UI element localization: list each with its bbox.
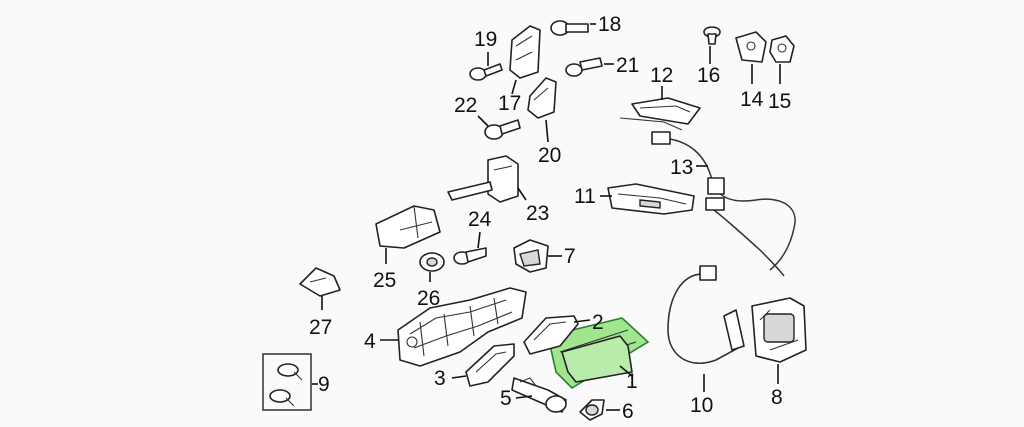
leader-23 (517, 187, 527, 201)
part-4-handle-carrier[interactable] (397, 287, 527, 367)
callout-3: 3 (434, 367, 446, 390)
part-17-hinge-bracket[interactable] (509, 25, 541, 79)
leader-5 (515, 395, 533, 399)
callout-21: 21 (616, 54, 639, 77)
part-21-bolt[interactable] (565, 57, 603, 77)
leader-3 (451, 375, 467, 379)
part-11-inner-handle[interactable] (607, 183, 695, 215)
part-9-screw-set[interactable] (262, 353, 312, 411)
leader-24 (477, 231, 481, 249)
callout-25: 25 (373, 269, 396, 292)
part-25-cover-block[interactable] (375, 205, 441, 249)
part-10-cable[interactable] (667, 265, 745, 365)
callout-10: 10 (690, 394, 713, 417)
callout-7: 7 (564, 245, 576, 268)
part-26-grommet[interactable] (419, 252, 445, 272)
leader-22 (477, 115, 489, 127)
callout-6: 6 (622, 400, 634, 423)
callout-1: 1 (626, 370, 638, 393)
leader-17 (511, 79, 517, 95)
callout-12: 12 (650, 64, 673, 87)
callout-13: 13 (670, 156, 693, 179)
leader-1 (619, 365, 633, 377)
callout-26: 26 (417, 287, 440, 310)
callout-4: 4 (364, 330, 376, 353)
callout-2: 2 (592, 311, 604, 334)
part-23-check-strap[interactable] (447, 155, 519, 203)
callout-27: 27 (309, 316, 332, 339)
part-14-bracket[interactable] (735, 31, 767, 63)
part-7-connector[interactable] (513, 239, 549, 273)
part-19-bolt[interactable] (469, 63, 503, 81)
callout-17: 17 (498, 92, 521, 115)
callout-18: 18 (598, 13, 621, 36)
part-24-bolt[interactable] (453, 247, 487, 265)
callout-9: 9 (318, 373, 330, 396)
callout-5: 5 (500, 387, 512, 410)
part-3-cover[interactable] (465, 343, 515, 387)
callout-16: 16 (697, 64, 720, 87)
callout-14: 14 (740, 88, 764, 111)
callout-23: 23 (526, 202, 549, 225)
part-5-lock-cylinder[interactable] (511, 377, 567, 413)
callout-22: 22 (454, 94, 477, 117)
leader-20 (545, 119, 549, 143)
part-13-inner-cable[interactable] (651, 131, 796, 277)
part-20-hinge-bracket[interactable] (527, 77, 557, 119)
callout-24: 24 (468, 208, 492, 231)
part-22-bolt[interactable] (484, 119, 521, 140)
part-16-screw[interactable] (703, 26, 721, 45)
part-12-inner-trim[interactable] (619, 97, 701, 131)
part-18-bolt[interactable] (550, 20, 589, 36)
callout-20: 20 (538, 144, 561, 167)
callout-15: 15 (768, 90, 791, 113)
part-15-pad[interactable] (769, 35, 795, 63)
part-1-outside-handle[interactable] (547, 317, 650, 390)
part-6-cap-ring[interactable] (579, 399, 605, 421)
part-8-lock-actuator[interactable] (751, 297, 807, 363)
leader-lines (312, 23, 781, 411)
part-27-bracket[interactable] (299, 267, 341, 297)
part-2-gasket[interactable] (523, 315, 579, 355)
callout-19: 19 (474, 28, 497, 51)
callout-11: 11 (574, 185, 596, 208)
callout-8: 8 (771, 386, 783, 409)
leader-2 (573, 319, 591, 323)
callout-labels: 1 2 3 4 5 6 7 8 9 10 11 12 13 14 15 16 1… (309, 13, 791, 423)
